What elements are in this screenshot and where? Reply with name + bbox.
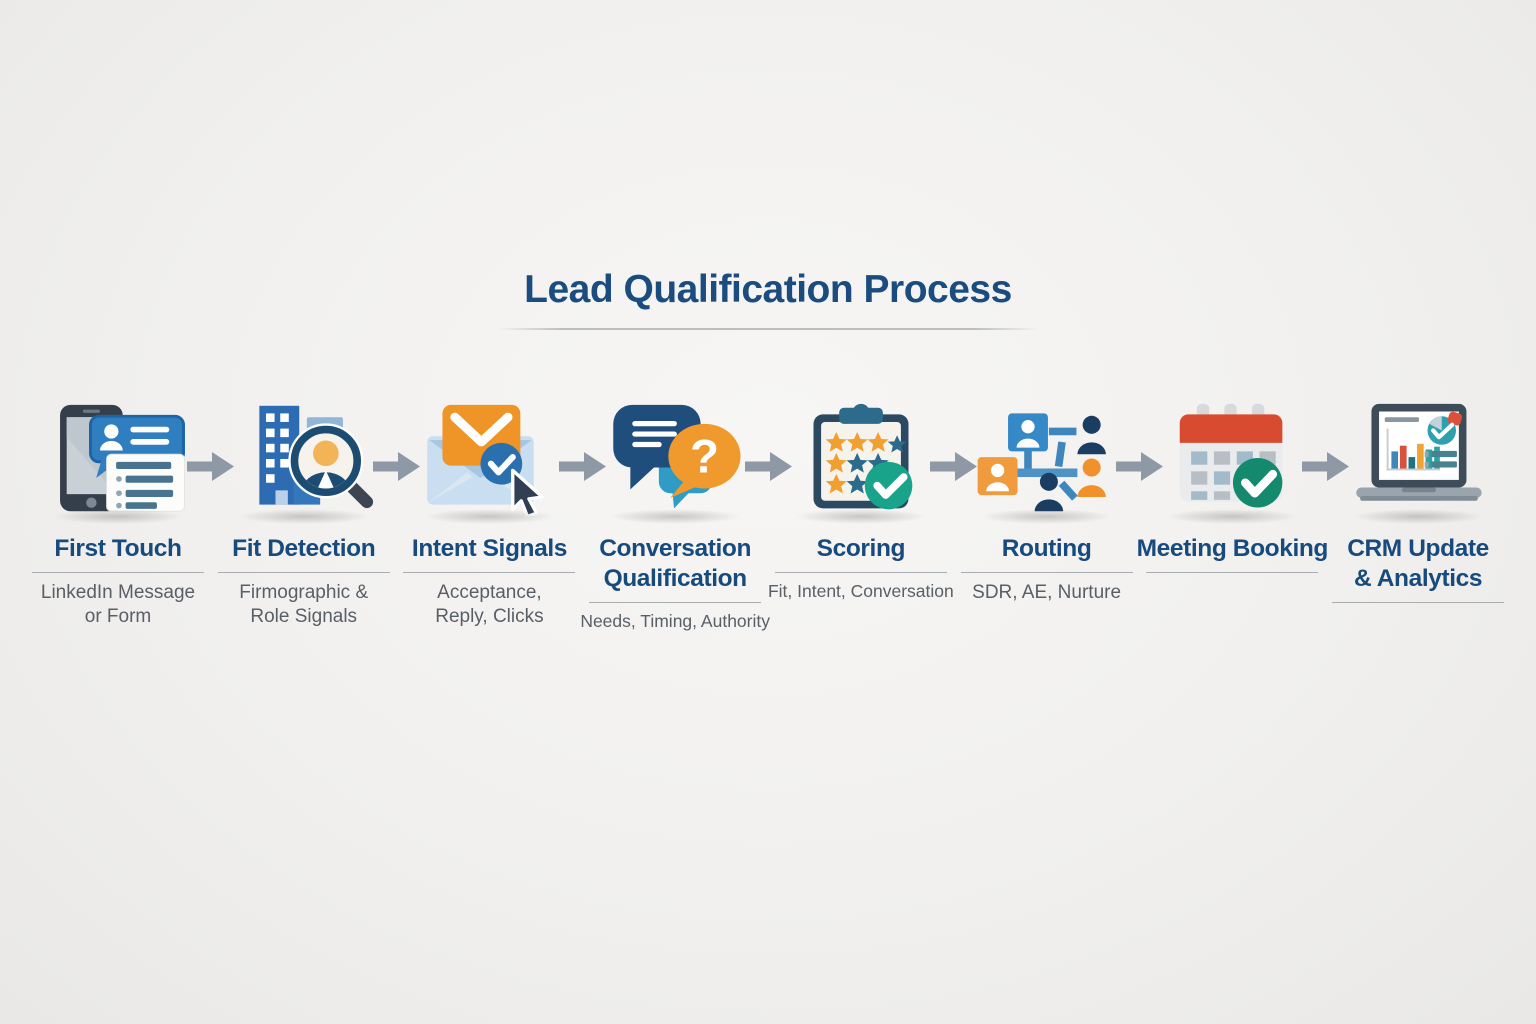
chat-bubbles-question-icon: ? — [613, 404, 741, 509]
stage-title: CRM Update & Analytics — [1347, 535, 1489, 592]
stage-divider — [1332, 601, 1505, 604]
stage-subtitle: Acceptance, Reply, Clicks — [435, 582, 544, 628]
stage-divider — [217, 571, 390, 574]
stage-title: Routing — [1001, 535, 1092, 562]
clipboard-stars-check-icon — [813, 403, 913, 510]
arrow-icon — [373, 452, 421, 481]
stage-subtitle: Firmographic & Role Signals — [239, 582, 369, 628]
icon-shadow — [980, 509, 1113, 524]
calendar-check-icon — [1180, 403, 1283, 508]
stage-subtitle: LinkedIn Message or Form — [40, 582, 196, 628]
process-stages-row: First Touch LinkedIn Message or Form — [0, 396, 1536, 633]
icon-shadow — [237, 509, 370, 524]
page-title: Lead Qualification Process — [524, 268, 1012, 311]
icon-shadow — [423, 509, 556, 524]
icon-shadow — [52, 509, 184, 524]
arrow-icon — [1115, 452, 1163, 481]
people-routing-icon — [977, 413, 1106, 512]
arrow-icon — [744, 452, 792, 481]
icon-shadow — [1166, 509, 1299, 524]
arrow-icon — [558, 452, 606, 481]
laptop-analytics-icon — [1356, 403, 1482, 501]
stage-title: Meeting Booking — [1136, 535, 1329, 562]
stage-title: Scoring — [816, 535, 906, 562]
stage-divider — [589, 601, 762, 604]
arrow-icon — [930, 452, 978, 481]
phone-message-form-icon — [60, 404, 185, 512]
stage-fit-detection: Fit Detection Firmographic & Role Signal… — [217, 396, 390, 629]
stage-divider — [1146, 571, 1319, 574]
question-mark-glyph: ? — [690, 430, 719, 483]
stage-first-touch: First Touch LinkedIn Message or Form — [32, 396, 204, 629]
email-check-cursor-icon — [427, 404, 545, 516]
arrow-icon — [187, 452, 235, 481]
stage-divider — [960, 571, 1133, 574]
icon-shadow — [609, 509, 742, 524]
stage-title: First Touch — [54, 535, 182, 562]
stage-meeting-booking: Meeting Booking — [1137, 396, 1328, 581]
stage-divider — [774, 571, 947, 574]
stage-divider — [403, 571, 576, 574]
company-role-magnifier-icon — [259, 405, 373, 509]
icon-shadow — [1352, 509, 1485, 524]
stage-title: Fit Detection — [232, 535, 376, 562]
stage-scoring: Scoring Fit, Intent, Conversation — [768, 396, 954, 603]
title-divider — [498, 328, 1038, 330]
stage-conversation-qualification: ? Conversation Qualification Needs, Timi… — [580, 396, 770, 633]
stage-title: Intent Signals — [411, 535, 567, 562]
stage-subtitle: Needs, Timing, Authority — [580, 611, 770, 632]
stage-subtitle: SDR, AE, Nurture — [972, 582, 1122, 604]
stage-divider — [32, 571, 204, 574]
stage-routing: Routing SDR, AE, Nurture — [960, 396, 1133, 605]
stage-intent-signals: Intent Signals Acceptance, Reply, Clicks — [403, 396, 576, 629]
stage-crm-update-analytics: CRM Update & Analytics — [1332, 396, 1505, 611]
stage-subtitle: Fit, Intent, Conversation — [767, 581, 954, 602]
header: Lead Qualification Process — [0, 268, 1536, 330]
stage-title: Conversation Qualification — [599, 535, 752, 592]
arrow-icon — [1301, 452, 1349, 481]
icon-shadow — [794, 509, 927, 524]
